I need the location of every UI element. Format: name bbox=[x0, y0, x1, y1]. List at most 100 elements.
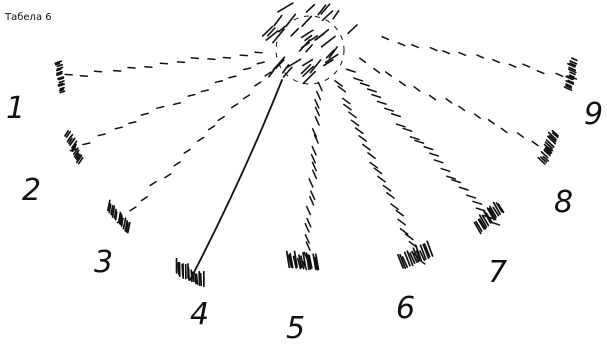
ray-4 bbox=[190, 80, 282, 280]
end-stroke bbox=[57, 65, 62, 67]
ray-end-mark-3 bbox=[108, 200, 130, 232]
rays-layer bbox=[65, 37, 576, 280]
hub-hatching bbox=[263, 3, 357, 84]
ray-dash bbox=[403, 128, 412, 131]
ray-end-mark-8 bbox=[538, 131, 558, 164]
ray-dash bbox=[305, 224, 309, 232]
ray-dash bbox=[65, 74, 72, 75]
ray-dash bbox=[398, 219, 405, 224]
ray-dash bbox=[198, 137, 204, 141]
ray-dash bbox=[218, 117, 224, 121]
ray-dash bbox=[307, 219, 311, 227]
ray-dash bbox=[360, 58, 366, 62]
ray-dash bbox=[443, 51, 449, 54]
ray-dash bbox=[307, 206, 311, 214]
ray-dash bbox=[318, 82, 322, 90]
ray-dash bbox=[414, 87, 420, 91]
ray-dash bbox=[178, 62, 185, 63]
ray-dash bbox=[501, 128, 507, 132]
ray-dash bbox=[98, 134, 105, 136]
end-stroke bbox=[191, 270, 192, 281]
hub-stroke bbox=[306, 5, 314, 12]
ray-dash bbox=[430, 48, 436, 51]
hub-stroke bbox=[316, 30, 328, 40]
ray-number-1: 1 bbox=[6, 91, 25, 126]
ray-dash bbox=[430, 95, 436, 99]
end-stroke bbox=[59, 81, 64, 83]
ray-dash bbox=[208, 59, 215, 60]
ray-dash bbox=[361, 83, 370, 86]
ray-dash bbox=[467, 195, 476, 198]
ray-dash bbox=[315, 117, 319, 125]
ray-dash bbox=[130, 207, 136, 211]
ray-end-mark-1 bbox=[55, 61, 64, 92]
ray-number-3: 3 bbox=[94, 245, 113, 280]
hub-stroke bbox=[322, 11, 332, 20]
end-stroke bbox=[57, 67, 62, 69]
ray-dash bbox=[338, 86, 345, 91]
hub-stroke bbox=[348, 25, 357, 33]
ray-dash bbox=[174, 162, 180, 166]
end-stroke bbox=[55, 61, 61, 63]
ray-dash bbox=[343, 98, 350, 103]
ray-dash bbox=[83, 143, 90, 145]
ray-dash bbox=[387, 193, 394, 198]
ray-dash bbox=[523, 64, 529, 67]
ray-8 bbox=[360, 58, 553, 150]
ray-5 bbox=[303, 82, 322, 269]
ray-dash bbox=[128, 67, 135, 68]
ray-dash bbox=[396, 210, 403, 215]
ray-dash bbox=[391, 204, 398, 209]
ray-dash bbox=[201, 90, 208, 92]
ray-dash bbox=[80, 76, 87, 77]
ray-6 bbox=[335, 81, 425, 264]
ray-dash bbox=[441, 169, 450, 172]
ray-dash bbox=[313, 170, 317, 178]
ray-number-8: 8 bbox=[554, 185, 573, 220]
ray-dash bbox=[232, 104, 238, 108]
hub-stroke bbox=[333, 11, 339, 19]
hub-stroke bbox=[322, 36, 335, 47]
ray-dash bbox=[184, 149, 190, 153]
hub-stroke bbox=[276, 60, 284, 68]
ray-dash bbox=[411, 137, 420, 140]
ray-end-mark-2 bbox=[65, 131, 83, 164]
hub-stroke bbox=[291, 29, 298, 36]
hub-stroke bbox=[286, 59, 300, 67]
ray-dash bbox=[374, 168, 381, 173]
ray-dash bbox=[473, 201, 482, 204]
labels-layer: 123456789 bbox=[6, 91, 603, 346]
hub-layer bbox=[263, 3, 357, 84]
ray-dash bbox=[434, 160, 443, 163]
ray-dash bbox=[537, 71, 543, 74]
end-stroke bbox=[287, 252, 290, 268]
ray-9 bbox=[382, 37, 576, 79]
end-stroke bbox=[572, 58, 577, 60]
ray-dash bbox=[475, 114, 481, 118]
ray-dash bbox=[240, 55, 247, 56]
ray-dash bbox=[518, 133, 524, 137]
ray-ends-layer bbox=[55, 58, 577, 286]
ray-dash bbox=[95, 71, 102, 72]
ray-dash bbox=[244, 68, 251, 70]
ray-dash bbox=[532, 142, 538, 146]
ray-dash bbox=[424, 147, 433, 150]
ray-dash bbox=[311, 191, 315, 199]
ray-dash bbox=[257, 62, 264, 64]
ray-dash bbox=[412, 45, 418, 48]
ray-end-mark-6 bbox=[398, 241, 433, 268]
ray-dash bbox=[374, 69, 380, 73]
ray-end-mark-7 bbox=[474, 202, 503, 233]
ray-dash bbox=[493, 60, 499, 63]
ray-number-6: 6 bbox=[396, 291, 415, 326]
ray-dash bbox=[188, 95, 195, 97]
ray-1 bbox=[65, 52, 262, 76]
ray-dash bbox=[398, 43, 404, 46]
ray-dash bbox=[415, 140, 424, 143]
ray-dash bbox=[209, 126, 215, 130]
end-stroke bbox=[195, 274, 196, 284]
ray-dash bbox=[215, 81, 222, 83]
ray-dash bbox=[145, 67, 152, 68]
